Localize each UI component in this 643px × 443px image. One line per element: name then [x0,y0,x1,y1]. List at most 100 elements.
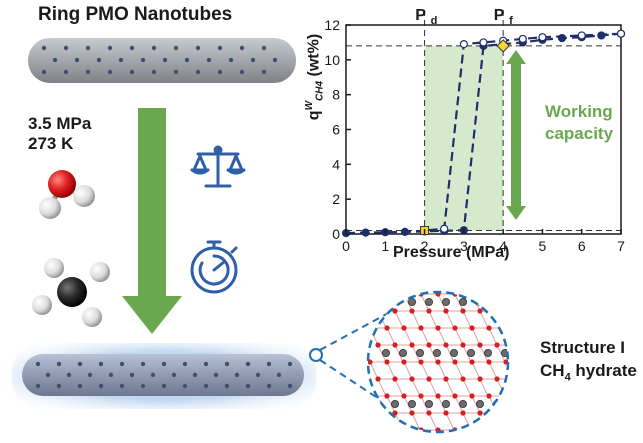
data-point-desorption [616,29,626,38]
hbond [514,345,522,362]
oxygen-atom [503,292,508,297]
oxygen-atom [443,376,449,382]
pore-dot [74,57,80,63]
pore-dot [52,57,58,63]
pore-dot [87,372,93,378]
hbond [462,310,472,329]
pore-dot [192,372,198,378]
hbond [394,378,404,397]
hbond [377,412,387,431]
oxygen-atom [494,342,500,348]
pore-dot [171,372,177,378]
pore-dot [195,45,201,51]
data-point-desorption [518,34,527,44]
data-point-adsorption [400,227,410,237]
oxygen-atom [375,410,381,416]
oxygen-atom [392,410,398,416]
oxygen-atom [460,376,466,382]
pore-dot [250,57,256,63]
y-tick-label: 2 [332,191,340,207]
pore-dot [129,372,135,378]
methane-atom [510,298,517,305]
pore-dot [98,361,104,367]
oxygen-atom [477,376,483,382]
pore-dot [161,361,167,367]
hbond [437,361,447,380]
hbond [403,327,413,346]
pore-dot [217,69,223,75]
oxygen-atom [384,292,390,297]
pore-dot [266,361,272,367]
y-tick-label: 6 [332,122,340,138]
data-point-desorption [577,31,586,40]
y-tick-label: 12 [324,17,340,33]
hbond [437,293,447,312]
pore-dot [272,57,278,63]
hbond [437,327,447,346]
hbond [462,344,472,363]
methane-atom [518,349,525,356]
pore-dot [118,57,124,63]
methane-atom [424,399,433,408]
pore-dot [140,383,146,389]
oxygen-atom [460,342,466,348]
methane-atom [407,399,416,408]
methane-atom [492,297,501,306]
pore-dot [107,45,113,51]
hbond [514,413,522,430]
oxygen-atom [375,376,381,382]
methane-atom [432,348,441,357]
hbond [428,412,438,431]
x-tick-label: 4 [499,238,507,254]
hbond [420,395,430,414]
oxygen-atom [409,410,415,416]
hbond [445,310,455,329]
hbond [454,429,464,432]
hbond [386,293,396,312]
oxygen-atom [452,325,458,331]
y-axis-label: qWCH4 (wt%) [304,33,326,121]
hbond [471,395,481,414]
oxygen-atom [486,292,492,297]
final-point-diamond [496,39,510,53]
pore-dot [41,45,47,51]
hbond [496,310,506,329]
pore-dot [195,69,201,75]
pore-dot [151,69,157,75]
pore-dot [129,45,135,51]
working-capacity-arrow [506,50,526,220]
hbond [420,327,430,346]
pore-dot [161,383,167,389]
pore-dot [41,69,47,75]
oxygen-atom [503,325,508,331]
hbond [403,361,413,380]
nanotube-top [28,38,296,83]
hbond [454,327,464,346]
pore-dot [287,383,293,389]
oxygen-atom [401,292,407,297]
condition-temperature: 273 K [28,134,74,153]
oxygen-atom [452,359,458,365]
condition-pressure: 3.5 MPa [28,114,92,133]
pore-dot [35,361,41,367]
hbond [411,310,421,329]
oxygen-atom [486,325,492,331]
hbond [454,293,464,312]
pore-dot [217,45,223,51]
hbond [377,378,387,397]
methane-atom [398,348,407,357]
hbond [386,361,396,380]
oxygen-atom [368,359,373,365]
pore-dot [98,383,104,389]
pore-dot [261,45,267,51]
process-arrow [122,108,182,334]
oxygen-atom [418,393,424,399]
methane-atom [415,348,424,357]
x-tick-label: 1 [381,238,389,254]
working-region-shade [424,45,504,231]
data-point-desorption [440,224,449,233]
oxygen-atom [443,410,449,416]
pore-dot [228,57,234,63]
hydrate-label-1: Structure I [540,338,626,357]
methane-atom [466,348,475,357]
